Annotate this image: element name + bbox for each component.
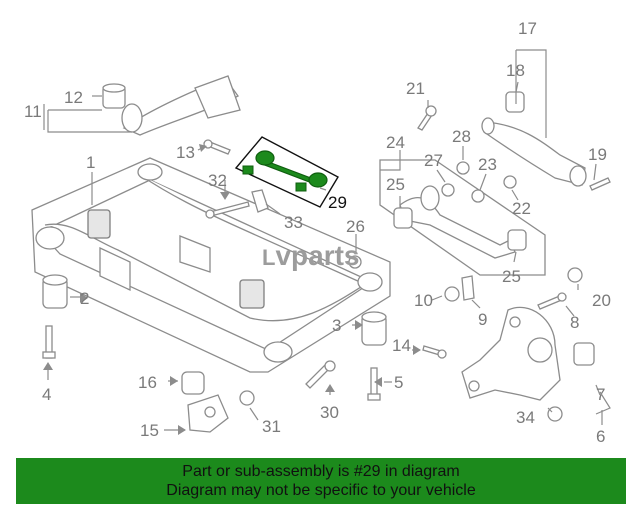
callout-30[interactable]: 30 <box>320 403 339 422</box>
callout-34[interactable]: 34 <box>516 408 535 427</box>
watermark-prefix: L <box>262 245 276 270</box>
callout-26[interactable]: 26 <box>346 217 365 236</box>
control-arm-part-29-box[interactable] <box>234 136 339 208</box>
nut-part-10[interactable] <box>444 286 460 302</box>
group-brackets <box>43 104 611 415</box>
callout-13[interactable]: 13 <box>176 143 195 162</box>
callout-numbers: 1 2 3 4 5 6 7 8 9 10 11 12 13 14 15 16 1… <box>24 19 611 446</box>
bushing-part-3[interactable] <box>361 311 387 346</box>
subframe-part-1[interactable] <box>31 157 391 373</box>
callout-23[interactable]: 23 <box>478 155 497 174</box>
footer-line-2: Diagram may not be specific to your vehi… <box>166 482 476 499</box>
callout-29[interactable]: 29 <box>328 193 347 212</box>
callout-11[interactable]: 11 <box>24 102 42 121</box>
callout-9[interactable]: 9 <box>478 310 487 329</box>
callout-14[interactable]: 14 <box>392 336 411 355</box>
bolt-part-30[interactable] <box>305 360 336 389</box>
footer-banner: Part or sub-assembly is #29 in diagram D… <box>16 458 626 504</box>
callout-25b[interactable]: 25 <box>502 267 521 286</box>
callout-5[interactable]: 5 <box>394 373 403 392</box>
bolt-part-8[interactable] <box>537 292 567 310</box>
callout-10[interactable]: 10 <box>414 291 433 310</box>
bracket-part-9[interactable] <box>461 275 475 301</box>
nut-part-31[interactable] <box>239 390 255 406</box>
callout-27[interactable]: 27 <box>424 151 443 170</box>
callout-33[interactable]: 33 <box>284 213 303 232</box>
lower-arm-part-24[interactable] <box>379 159 546 276</box>
callout-15[interactable]: 15 <box>140 421 159 440</box>
bolt-part-19[interactable] <box>589 177 611 191</box>
callout-20[interactable]: 20 <box>592 291 611 310</box>
nut-part-26[interactable] <box>348 255 362 269</box>
callout-7[interactable]: 7 <box>596 385 605 404</box>
callout-28[interactable]: 28 <box>452 127 471 146</box>
washer-part-22[interactable] <box>503 175 517 189</box>
nut-part-20[interactable] <box>567 267 583 283</box>
callout-2[interactable]: 2 <box>80 289 89 308</box>
bushing-part-25b[interactable] <box>507 229 527 251</box>
parts-diagram: 1 2 3 4 5 6 7 8 9 10 11 12 13 14 15 16 1… <box>24 19 611 446</box>
callout-19[interactable]: 19 <box>588 145 607 164</box>
callout-1[interactable]: 1 <box>86 153 95 172</box>
bushing-part-25a[interactable] <box>393 207 413 229</box>
callout-17[interactable]: 17 <box>518 19 537 38</box>
trailing-arm-part-11[interactable] <box>121 75 241 136</box>
knuckle-part-6[interactable] <box>461 306 561 401</box>
callout-25a[interactable]: 25 <box>386 175 405 194</box>
washer-part-27[interactable] <box>441 183 455 197</box>
bushing-part-2[interactable] <box>42 274 68 309</box>
callout-31[interactable]: 31 <box>262 417 281 436</box>
callout-4[interactable]: 4 <box>42 385 51 404</box>
callout-3[interactable]: 3 <box>332 316 341 335</box>
callout-6[interactable]: 6 <box>596 427 605 446</box>
bolt-part-14[interactable] <box>422 345 447 359</box>
footer-line-1: Part or sub-assembly is #29 in diagram <box>182 463 460 480</box>
callout-24[interactable]: 24 <box>386 133 405 152</box>
bushing-part-18[interactable] <box>505 91 525 113</box>
mount-part-16[interactable] <box>181 371 205 395</box>
callout-22[interactable]: 22 <box>512 199 531 218</box>
nut-part-23[interactable] <box>471 189 485 203</box>
bushing-part-7[interactable] <box>573 342 595 366</box>
mount-part-15[interactable] <box>187 394 229 433</box>
callout-12[interactable]: 12 <box>64 88 83 107</box>
bushing-part-12[interactable] <box>102 83 126 109</box>
control-arm-part-17[interactable] <box>481 117 587 187</box>
arrowheads <box>43 144 421 435</box>
callout-16[interactable]: 16 <box>138 373 157 392</box>
bolt-part-13[interactable] <box>203 139 231 155</box>
callout-21[interactable]: 21 <box>406 79 425 98</box>
callout-8[interactable]: 8 <box>570 313 579 332</box>
bracket-part-33[interactable] <box>251 189 269 213</box>
callout-32[interactable]: 32 <box>208 171 227 190</box>
bolt-part-21[interactable] <box>417 105 437 131</box>
bolt-part-32[interactable] <box>205 201 250 219</box>
nut-part-28[interactable] <box>456 161 470 175</box>
nut-part-34[interactable] <box>547 406 563 422</box>
bolt-part-4[interactable] <box>42 325 56 359</box>
watermark-text: vparts <box>275 240 360 271</box>
watermark-logo: Lvparts <box>262 240 360 272</box>
callout-18[interactable]: 18 <box>506 61 525 80</box>
